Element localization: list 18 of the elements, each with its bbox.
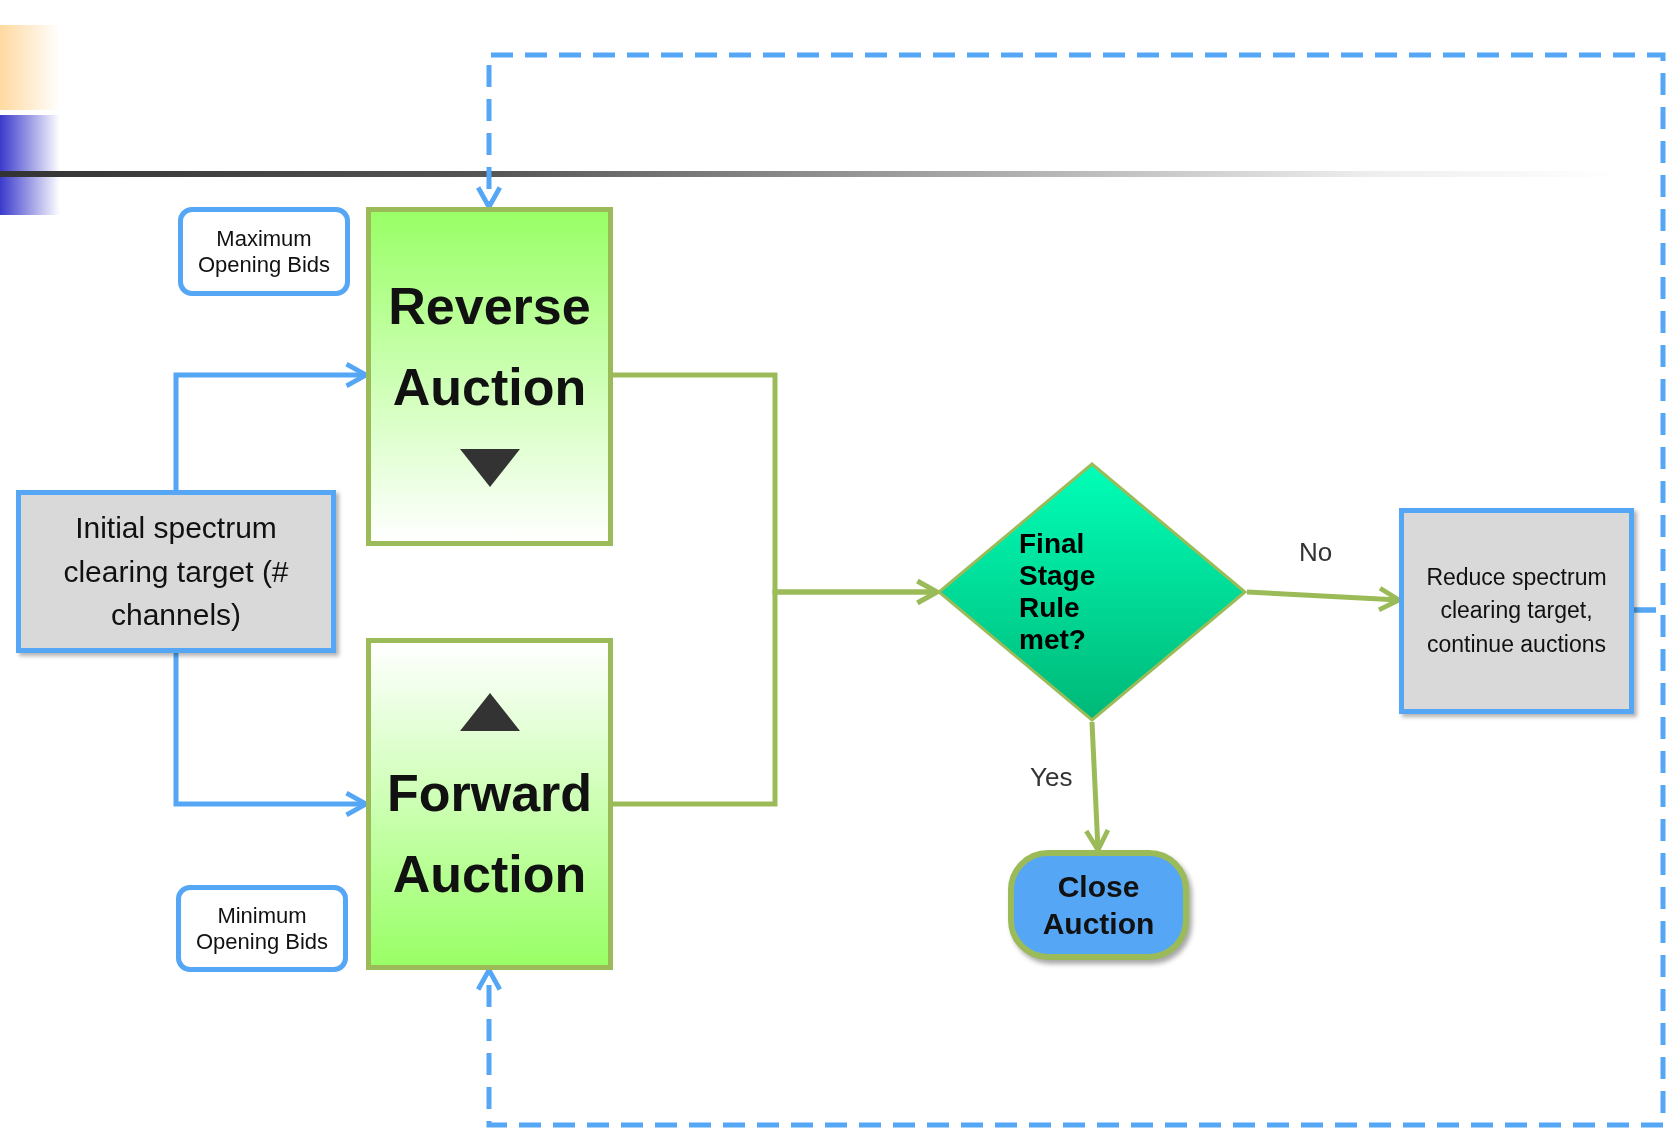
process-box — [366, 207, 613, 546]
process-box — [16, 490, 336, 653]
note-box — [176, 885, 348, 972]
box-label: Reduce spectrum clearing target, continue auctions — [1425, 563, 1608, 659]
box-label: Forward Auction — [385, 763, 594, 905]
process-box — [366, 638, 613, 970]
process-box — [1399, 508, 1634, 714]
dashed-feedback-arrow — [475, 607, 1666, 1128]
arrow — [1083, 721, 1111, 853]
note-box — [178, 207, 350, 296]
box-label: Close Auction — [1041, 868, 1156, 942]
box-label: Final Stage Rule met? — [1019, 528, 1097, 656]
box-label: Minimum Opening Bids — [194, 902, 330, 955]
box-label: Initial spectrum clearing target (# channels) — [62, 510, 290, 634]
arrow — [613, 578, 940, 807]
terminal-box — [1008, 850, 1189, 960]
box-label: Reverse Auction — [387, 275, 592, 418]
box-label: Maximum Opening Bids — [196, 225, 332, 278]
